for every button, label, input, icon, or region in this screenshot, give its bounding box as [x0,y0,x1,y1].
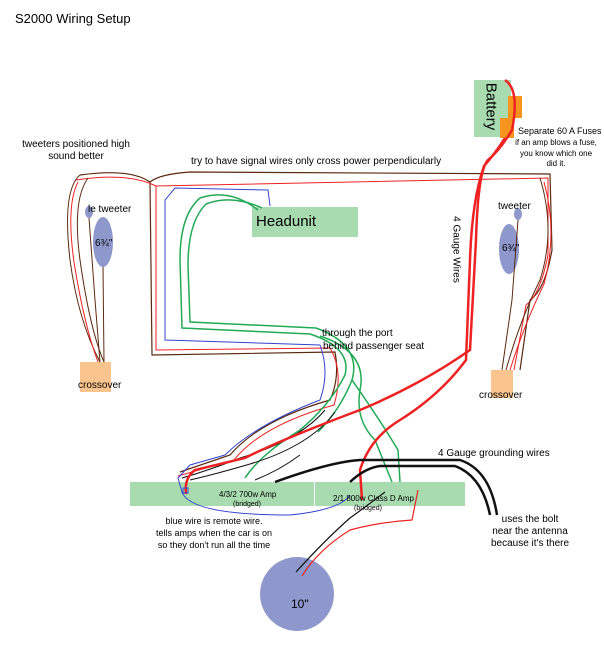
amp1-terminal [182,487,189,494]
power-wires-label: 4 Gauge Wires [450,216,462,283]
right-speaker-wire [501,177,549,371]
bolt-note-1: uses the bolt [501,514,559,525]
right-speaker-icon [499,224,519,274]
remote-note-3: so they don't run all the time [157,540,271,550]
speaker-wire-loop-black [79,171,553,473]
right-crossover-block [491,370,513,398]
left-speaker-icon [93,217,113,267]
remote-note-2: tells amps when the car is on [155,528,273,538]
ground-note: 4 Gauge grounding wires [438,448,550,459]
left-crossover-block [80,362,111,392]
tweeters-note-1: tweeters positioned high [22,139,130,150]
right-tweeter-label: tweeter [498,201,531,212]
remote-wire [164,187,351,516]
left-speaker-wire-outer [67,174,105,363]
signal-wire-1 [179,194,347,479]
diagram-title: S2000 Wiring Setup [15,11,131,26]
subwoofer-label: 10" [291,597,309,611]
right-speaker-label: 6¾" [502,243,520,254]
bolt-note-3: because it's there [490,538,570,549]
ground-wire-1 [274,458,499,516]
left-tweeter-label: le tweeter [88,204,132,215]
subwoofer-wire-black [295,491,386,573]
speaker-wire-loop-red [75,176,549,477]
fuses-title: Separate 60 A Fuses [518,126,602,136]
headunit-block [252,207,358,237]
subwoofer-icon [260,557,334,631]
fuses-note-3: did it. [546,159,566,168]
amp2-sub: (bridged) [354,505,383,512]
battery-label: Battery [482,82,500,131]
amp1-block [130,482,314,506]
power-wire-2 [358,137,507,501]
left-speaker-label: 6¾" [95,238,113,249]
port-note-1: through the port [322,328,393,339]
amp-speaker-wires [181,409,336,481]
left-crossover-label: crossover [78,380,122,391]
amp2-label: 2/1 800w Class D Amp [333,494,414,503]
left-tweeter-icon [85,206,93,218]
right-speaker-wire-red [509,181,552,371]
left-speaker-wire-red [70,181,99,363]
signal-note: try to have signal wires only cross powe… [191,156,442,167]
left-tweeter-wire [88,217,105,363]
bolt-note-2: near the antenna [492,526,568,537]
ground-wire-2 [349,464,492,516]
right-tweeter-icon [514,208,522,220]
remote-note-1: blue wire is remote wire. [165,516,263,526]
amp1-sub: (bridged) [233,501,262,508]
tweeters-note-2: sound better [48,151,104,162]
power-wire-1 [184,78,517,495]
fuses-note-2: you know which one [519,149,593,158]
fuses-note-1: if an amp blows a fuse, [515,138,597,147]
signal-wire-3 [319,335,393,483]
right-crossover-label: crossover [479,390,523,401]
amp2-block [315,482,465,506]
headunit-label: Headunit [256,213,317,230]
port-note-2: behind passenger seat [323,341,425,352]
amp1-label: 4/3/2 700w Amp [219,490,277,499]
signal-wire-2 [187,199,401,483]
subwoofer-wire-red [301,489,419,577]
